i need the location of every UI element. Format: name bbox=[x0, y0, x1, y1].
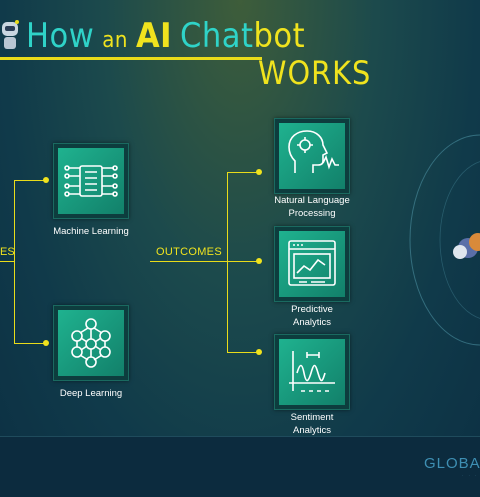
title-works: WORKS bbox=[258, 54, 372, 92]
machine-learning-label: Machine Learning bbox=[53, 226, 129, 237]
connector-dot bbox=[256, 169, 262, 175]
orbit-graphic bbox=[409, 134, 480, 346]
outcomes-connector-horizontal bbox=[150, 261, 258, 262]
nlp-label-line2: Processing bbox=[288, 208, 336, 219]
sentiment-label-line1: Sentiment bbox=[290, 412, 334, 423]
nlp-label-line1: Natural Language bbox=[274, 195, 350, 206]
outcomes-connector-bottom bbox=[227, 352, 259, 353]
nlp-card bbox=[274, 118, 350, 194]
deep-learning-icon bbox=[71, 318, 111, 368]
machine-learning-icon bbox=[64, 165, 118, 197]
left-connector-stub bbox=[0, 261, 14, 262]
left-connector-bottom bbox=[14, 343, 44, 344]
predictive-label-line2: Analytics bbox=[292, 317, 331, 328]
left-branch-label: ES bbox=[0, 246, 15, 258]
connector-dot bbox=[256, 349, 262, 355]
left-connector-top bbox=[14, 180, 44, 181]
connector-dot bbox=[43, 340, 49, 346]
sentiment-wave-icon bbox=[289, 351, 335, 392]
sentiment-analytics-card bbox=[274, 334, 350, 410]
machine-learning-card bbox=[53, 143, 129, 219]
title-underline bbox=[0, 57, 262, 60]
nlp-head-icon bbox=[288, 130, 339, 173]
title-chat: Chat bbox=[179, 16, 254, 56]
deep-learning-card bbox=[53, 305, 129, 381]
title-how: How bbox=[26, 16, 95, 56]
predictive-chart-icon bbox=[288, 240, 336, 286]
title-ai: AI bbox=[135, 16, 172, 56]
outcomes-connector-vertical bbox=[227, 172, 228, 352]
deep-learning-label: Deep Learning bbox=[59, 388, 123, 399]
predictive-analytics-label: Predictive Analytics bbox=[262, 303, 362, 329]
sentiment-label-line2: Analytics bbox=[292, 425, 331, 436]
predictive-label-line1: Predictive bbox=[291, 304, 333, 315]
sentiment-analytics-label: Sentiment Analytics bbox=[262, 411, 362, 437]
outcomes-label: OUTCOMES bbox=[156, 246, 222, 258]
outcomes-connector-top bbox=[227, 172, 259, 173]
footer-divider bbox=[0, 436, 480, 437]
footer-brand-tagline: · · · bbox=[462, 473, 479, 478]
connector-dot bbox=[43, 177, 49, 183]
connector-dot bbox=[256, 258, 262, 264]
title-bot: bot bbox=[253, 16, 306, 56]
footer-brand: GLOBA bbox=[424, 455, 480, 472]
nlp-label: Natural Language Processing bbox=[262, 194, 362, 220]
left-connector-vertical bbox=[14, 180, 15, 343]
title-an: an bbox=[102, 28, 128, 53]
footer-bar bbox=[0, 436, 480, 497]
predictive-analytics-card bbox=[274, 226, 350, 302]
robot-mascot-icon bbox=[2, 20, 19, 49]
